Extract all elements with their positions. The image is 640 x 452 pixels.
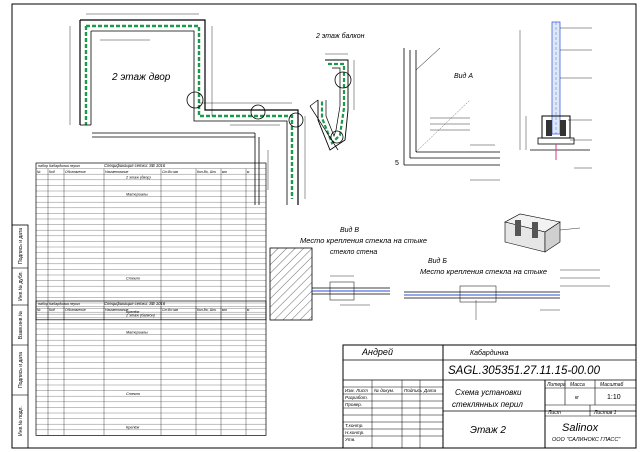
view-a: 5 Вид А: [395, 47, 500, 181]
lit-label: Литера: [546, 382, 566, 388]
spec-sub-section-2: Стекло: [126, 276, 140, 280]
spec-column-header: м: [247, 308, 250, 312]
side-label: Инв.№ подл.: [18, 406, 24, 436]
view-v-title: Вид В: [340, 226, 359, 234]
title-block: Андрей Кабардинка SAGL.305351.27.11.15-0…: [342, 344, 637, 449]
spec-table: набор Кабардинка перил Спецификация сетки…: [35, 300, 267, 436]
spec-column-header: мм: [222, 170, 227, 174]
side-strip: Подпись и дата Инв.№ дубл. Взам.инв.№ По…: [11, 224, 29, 449]
place-name: Кабардинка: [470, 349, 509, 357]
tb-row-label: Разработ.: [345, 395, 368, 400]
view-a-title: Вид А: [454, 72, 473, 80]
plan-title: 2 этаж двор: [111, 72, 171, 83]
spec-sub-section: Материалы: [126, 330, 148, 334]
balcony-title: 2 этаж балкон: [315, 32, 365, 40]
tb-col-label: № докум.: [374, 388, 394, 393]
mount-wall-caption: Место крепления стекла на стыке: [300, 236, 427, 245]
drawing-name-2: стеклянных перил: [452, 400, 523, 409]
tb-row-label: Т.контр.: [345, 423, 364, 428]
spec-column-header: №: [37, 308, 41, 312]
drawing-code: SAGL.305351.27.11.15-00.00: [448, 365, 601, 377]
iso-detail: [504, 213, 581, 253]
spec-footer: Крепёж: [126, 426, 140, 430]
tb-col-label: Дата: [423, 388, 437, 393]
tb-row-label: Изм. Лист: [345, 388, 368, 393]
scale-label: Масштаб: [600, 382, 624, 388]
floor-label: Этаж 2: [470, 425, 506, 436]
side-label: Подпись и дата: [18, 352, 24, 388]
spec-title: Спецификация сетки: SB 1016: [104, 163, 166, 168]
view-b-title: Вид Б: [428, 257, 447, 265]
balcony-view: 2 этаж балкон: [309, 32, 365, 151]
spec-column-header: Кол.Во, Шт.: [197, 170, 217, 174]
spec-title: Спецификация сетки: SB 1016: [104, 301, 166, 306]
sheets-label: Листов 1: [593, 410, 617, 416]
spec-header-prefix: набор Кабардинка перил: [38, 302, 80, 306]
sheet-label: Лист: [547, 410, 561, 416]
spec-column-header: м: [247, 170, 250, 174]
tb-row-label: Утв.: [345, 437, 355, 442]
spec-column-header: Кол.Во, Шт.: [197, 308, 217, 312]
tb-row-label: Провер.: [345, 402, 362, 407]
spec-sub-section: Материалы: [126, 192, 148, 196]
spec-column-header: Ст.Во мм: [162, 308, 179, 312]
plan-view: 2 этаж двор: [69, 13, 306, 205]
spec-column-header: Код: [49, 308, 55, 312]
spec-column-header: Обозначение: [65, 170, 86, 174]
company-sub: ООО "САЛИНОКС ГЛАСС": [552, 437, 621, 443]
spec-sub-section-2: Стекло: [126, 392, 140, 396]
spec-column-header: №: [37, 170, 41, 174]
tb-row-label: Н.контр.: [345, 430, 364, 435]
side-label: Взам.инв.№: [18, 311, 24, 339]
mass-label: Масса: [570, 382, 585, 388]
company-name: Salinox: [562, 422, 599, 434]
mass-value: кг: [575, 395, 579, 401]
spec-column-header: мм: [222, 308, 227, 312]
mount-wall-caption-2: стекло стена: [330, 249, 377, 256]
spec-column-header: Код: [49, 170, 55, 174]
author-name: Андрей: [361, 347, 393, 357]
view-v: Вид В Место крепления стекла на стыке ст…: [269, 226, 427, 321]
spec-column-header: Наименование: [105, 308, 129, 312]
drawing-name-1: Схема установки: [455, 388, 522, 397]
spec-header-prefix: набор Кабардинка перил: [38, 164, 80, 168]
scale-value: 1:10: [607, 394, 621, 401]
view-b: Вид Б Место крепления стекла на стыке: [404, 257, 610, 320]
view-a-marker: 5: [395, 160, 399, 167]
side-label: Подпись и дата: [18, 228, 24, 264]
mount-glass-caption: Место крепления стекла на стыке: [420, 267, 547, 276]
spec-column-header: Наименование: [105, 170, 129, 174]
spec-column-header: Ст.Во мм: [162, 170, 179, 174]
rail-section: [519, 21, 592, 169]
tb-col-label: Подпись: [404, 388, 423, 393]
spec-section: 2 этаж (балкон): [125, 314, 156, 318]
side-label: Инв.№ дубл.: [18, 271, 24, 301]
spec-footer: Крепёж: [126, 310, 140, 314]
spec-section: 2 этаж (двор): [125, 176, 151, 180]
spec-column-header: Обозначение: [65, 308, 86, 312]
